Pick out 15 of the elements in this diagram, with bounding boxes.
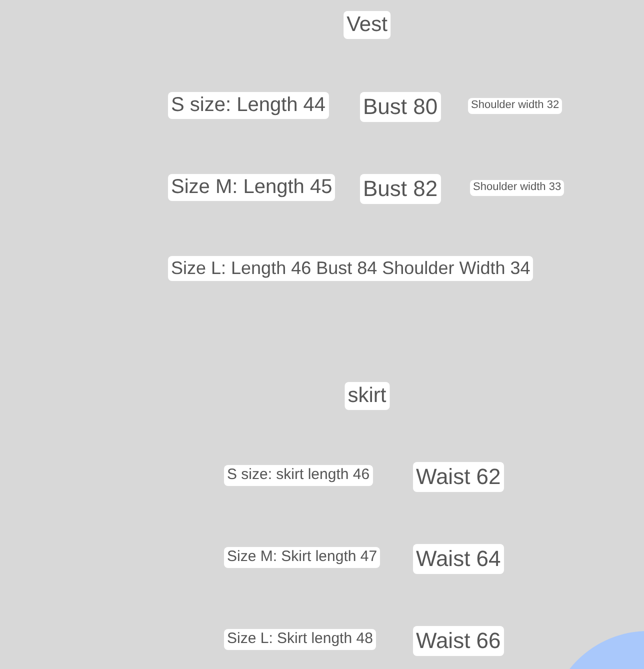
size-label: Bust 82 [360, 174, 441, 204]
size-label: Bust 80 [360, 92, 441, 122]
size-label: Size M: Skirt length 47 [224, 547, 380, 568]
size-label: skirt [344, 382, 390, 410]
size-label: Vest [344, 11, 390, 40]
size-label: Shoulder width 33 [470, 180, 564, 196]
size-label: S size: Length 44 [168, 92, 329, 119]
size-label: Size M: Length 45 [168, 174, 336, 201]
size-label: Waist 66 [413, 626, 504, 656]
size-label: Size L: Length 46 Bust 84 Shoulder Width 34 [168, 256, 534, 280]
size-label: Shoulder width 32 [468, 98, 562, 114]
size-label: Waist 62 [413, 462, 504, 492]
size-label: Waist 64 [413, 544, 504, 574]
size-label: Size L: Skirt length 48 [224, 629, 376, 650]
size-label: S size: skirt length 46 [224, 465, 373, 486]
